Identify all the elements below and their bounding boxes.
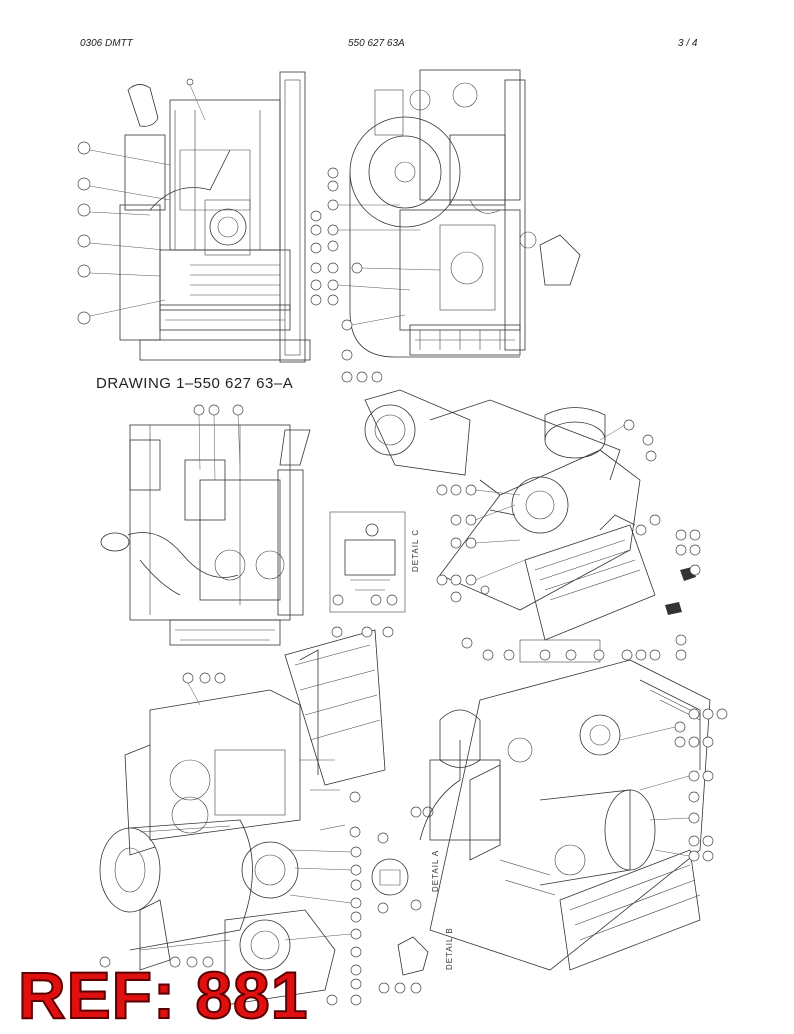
detail-c-view [329, 511, 406, 613]
detail-c-label: DETAIL C [411, 529, 420, 572]
detail-b-label: DETAIL B [445, 927, 454, 970]
callouts-view-6 [619, 708, 728, 862]
engine-view-side-left [119, 71, 311, 363]
engine-view-middle-left [100, 424, 311, 646]
engine-view-iso-upper-right [364, 389, 696, 663]
ref-stamp: REF: 881 [17, 958, 309, 1032]
callouts-view-4 [436, 419, 701, 661]
engine-view-iso-lower-right [419, 659, 711, 971]
detail-a-view [371, 806, 434, 914]
header-code: 0306 DMTT [80, 38, 133, 49]
callouts-view-2 [310, 167, 441, 383]
header-page-number: 3 / 4 [678, 38, 698, 49]
engine-view-front-right [349, 69, 581, 358]
engine-view-iso-lower-left [99, 629, 386, 1006]
header-part-number: 550 627 63A [348, 38, 405, 49]
detail-b-view [378, 936, 429, 994]
callouts-view-3 [193, 404, 244, 481]
detail-a-label: DETAIL A [431, 850, 440, 892]
callouts-view-1 [77, 78, 206, 325]
drawing-title: DRAWING 1–550 627 63–A [96, 375, 294, 392]
callouts-view-5 [99, 626, 394, 1006]
